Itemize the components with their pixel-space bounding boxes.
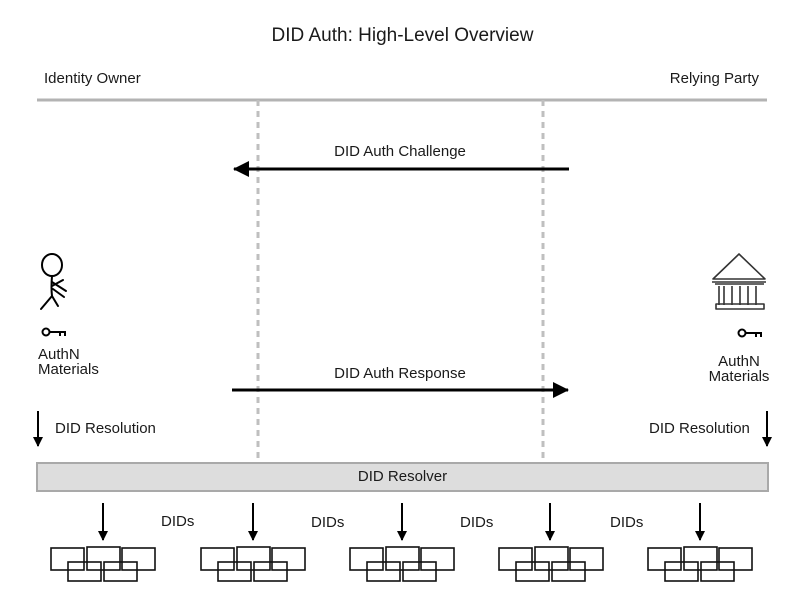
- did-document-cluster: [349, 546, 455, 582]
- did-document-cluster: [200, 546, 306, 582]
- right-materials-line1: AuthN: [718, 353, 760, 370]
- identity-owner-label: Identity Owner: [44, 70, 141, 87]
- did-document-icon: [67, 561, 102, 582]
- dids-label: DIDs: [460, 514, 494, 531]
- dids-label: DIDs: [161, 513, 195, 530]
- left-materials-line2: Materials: [38, 361, 99, 378]
- did-clusters: [50, 546, 753, 582]
- did-document-icon: [515, 561, 550, 582]
- did-resolver-label: DID Resolver: [357, 468, 448, 485]
- did-document-icon: [103, 561, 138, 582]
- did-document-icon: [366, 561, 401, 582]
- did-document-icon: [700, 561, 735, 582]
- left-materials-label: AuthN Materials: [38, 347, 99, 377]
- stick-figure-icon: [40, 253, 67, 310]
- left-resolution-label: DID Resolution: [55, 420, 156, 437]
- dids-label: DIDs: [311, 514, 345, 531]
- did-document-cluster: [50, 546, 156, 582]
- did-document-icon: [217, 561, 252, 582]
- did-document-icon: [271, 547, 306, 571]
- response-label: DID Auth Response: [334, 365, 466, 382]
- did-document-cluster: [647, 546, 753, 582]
- did-document-icon: [121, 547, 156, 571]
- did-document-icon: [718, 547, 753, 571]
- did-document-icon: [664, 561, 699, 582]
- did-document-cluster: [498, 546, 604, 582]
- did-document-icon: [420, 547, 455, 571]
- did-resolver-bar: DID Resolver: [36, 462, 769, 492]
- did-document-icon: [569, 547, 604, 571]
- challenge-label: DID Auth Challenge: [334, 143, 466, 160]
- relying-party-label: Relying Party: [669, 70, 759, 87]
- did-document-icon: [551, 561, 586, 582]
- key-icon: [737, 328, 762, 338]
- right-resolution-label: DID Resolution: [649, 420, 750, 437]
- right-materials-label: AuthN Materials: [704, 354, 774, 384]
- dids-label: DIDs: [610, 514, 644, 531]
- right-materials-line2: Materials: [708, 368, 770, 385]
- key-icon: [41, 327, 66, 337]
- did-document-icon: [402, 561, 437, 582]
- diagram-title: DID Auth: High-Level Overview: [271, 25, 534, 46]
- did-document-icon: [253, 561, 288, 582]
- left-materials-line1: AuthN: [38, 346, 80, 363]
- institution-building-icon: [712, 253, 766, 310]
